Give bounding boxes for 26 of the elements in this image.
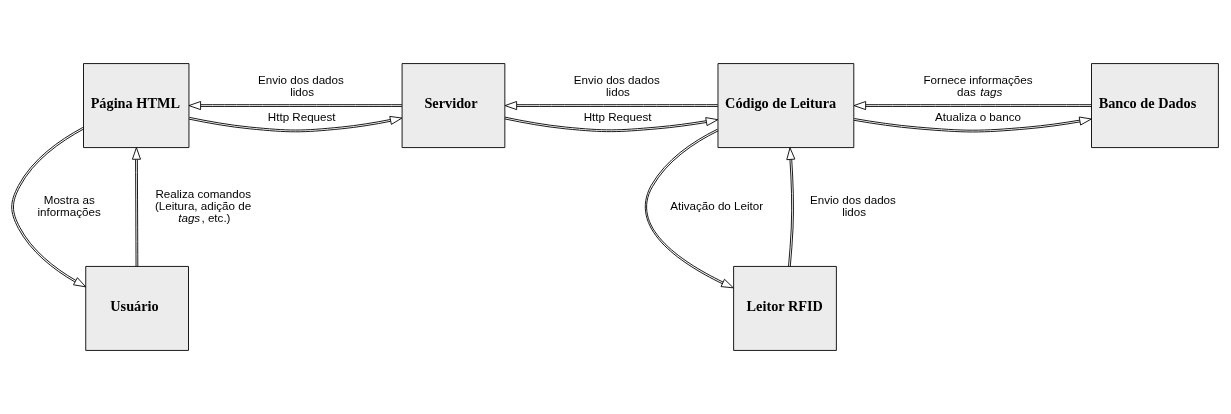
node-box: Página HTML xyxy=(83,63,190,148)
node-box: Código de Leitura xyxy=(717,63,855,148)
edge-label: Http Request xyxy=(583,110,652,124)
edge-label: Fornece informações das tags xyxy=(923,73,1033,99)
edge-label: Envio dos dados lidos xyxy=(573,72,660,99)
arrow xyxy=(644,128,734,289)
arrow xyxy=(786,147,796,267)
node-box: Banco de Dados xyxy=(1091,63,1219,148)
arrow xyxy=(504,116,719,133)
arrow xyxy=(131,147,141,267)
arrow xyxy=(853,101,1092,111)
edge-label: Http Request xyxy=(267,110,336,124)
node-box: Servidor xyxy=(401,63,506,148)
arrow xyxy=(188,115,403,133)
edge-label: Envio dos dados lidos xyxy=(257,72,344,99)
node-box: Usuário xyxy=(85,266,189,351)
edge-label: Ativação do Leitor xyxy=(670,199,764,213)
edge-label: Mostra as informações xyxy=(37,192,101,219)
edge-label: Atualiza o banco xyxy=(935,110,1021,124)
edge-label: Realiza comandos (Leitura, adição de tags, etc.) xyxy=(155,187,252,224)
node-box: Leitor RFID xyxy=(733,266,837,351)
arrow xyxy=(504,101,719,111)
arrow xyxy=(11,127,87,288)
arrow xyxy=(188,101,403,111)
arrow xyxy=(853,116,1092,133)
edge-label: Envio dos dados lidos xyxy=(810,192,896,219)
